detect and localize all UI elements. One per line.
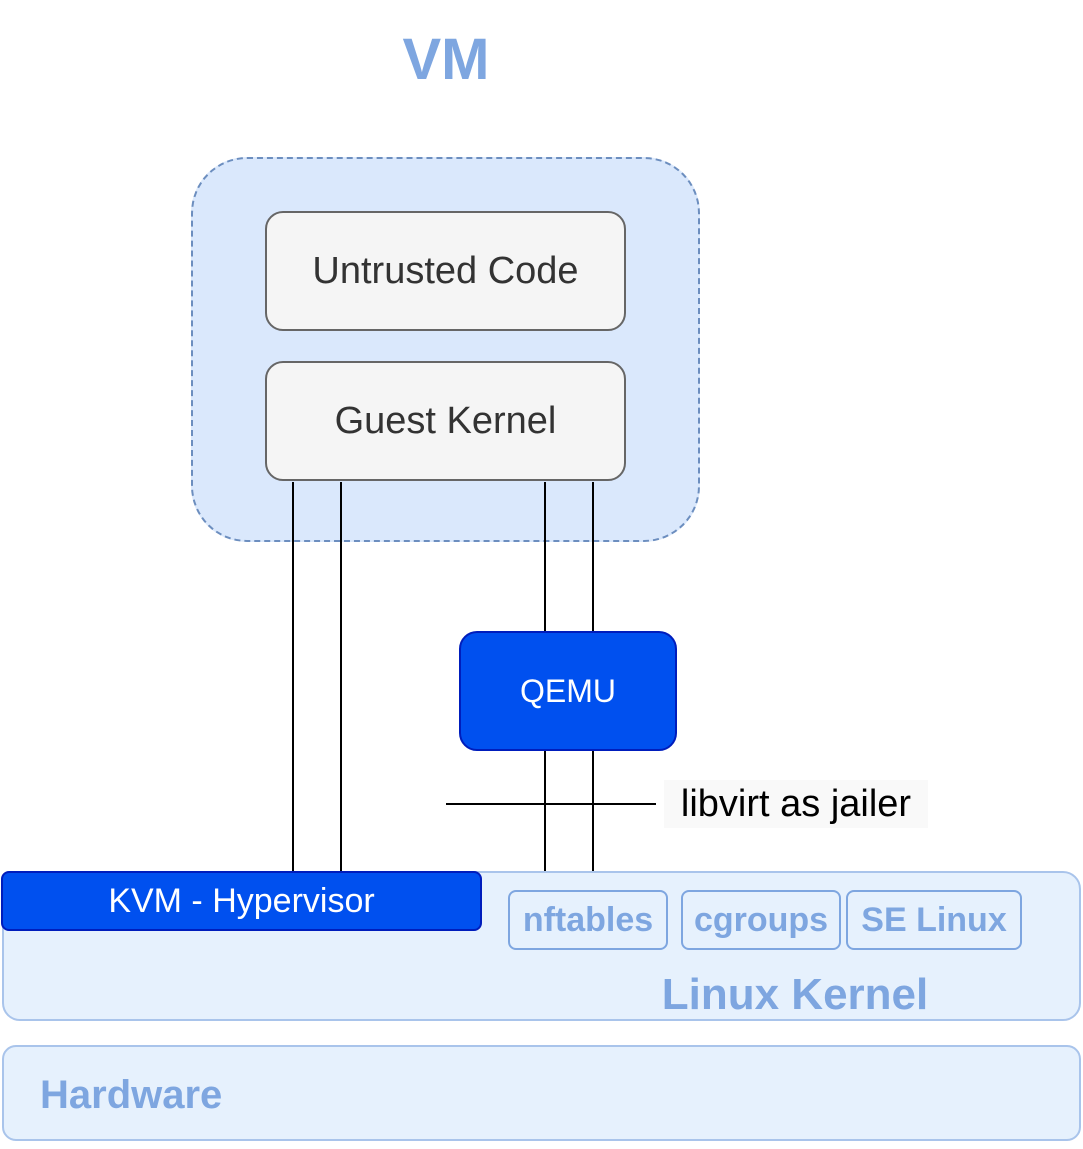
untrusted-code-label: Untrusted Code: [312, 249, 579, 292]
qemu-connector-right-upper: [592, 482, 594, 631]
cgroups-box: cgroups: [681, 890, 841, 950]
nftables-label: nftables: [522, 900, 654, 939]
cgroups-label: cgroups: [693, 900, 829, 939]
nftables-box: nftables: [508, 890, 668, 950]
vm-title: VM: [402, 27, 490, 92]
linux-kernel-label: Linux Kernel: [661, 970, 929, 1019]
hardware-label: Hardware: [40, 1073, 223, 1117]
guest-kernel-box: Guest Kernel: [265, 361, 626, 481]
untrusted-code-box: Untrusted Code: [265, 211, 626, 331]
qemu-connector-left-lower: [544, 751, 546, 871]
kvm-hypervisor-box: KVM - Hypervisor: [1, 871, 482, 931]
jailer-label: libvirt as jailer: [664, 780, 928, 828]
selinux-box: SE Linux: [846, 890, 1022, 950]
qemu-box: QEMU: [459, 631, 677, 751]
kvm-hypervisor-label: KVM - Hypervisor: [108, 881, 375, 920]
kvm-connector-right: [340, 482, 342, 871]
jailer-line: [446, 803, 656, 805]
qemu-connector-right-lower: [592, 751, 594, 871]
selinux-label: SE Linux: [861, 900, 1007, 939]
hardware-layer: [2, 1045, 1081, 1141]
guest-kernel-label: Guest Kernel: [334, 399, 557, 442]
qemu-connector-left-upper: [544, 482, 546, 631]
qemu-label: QEMU: [520, 672, 616, 709]
kvm-connector-left: [292, 482, 294, 871]
